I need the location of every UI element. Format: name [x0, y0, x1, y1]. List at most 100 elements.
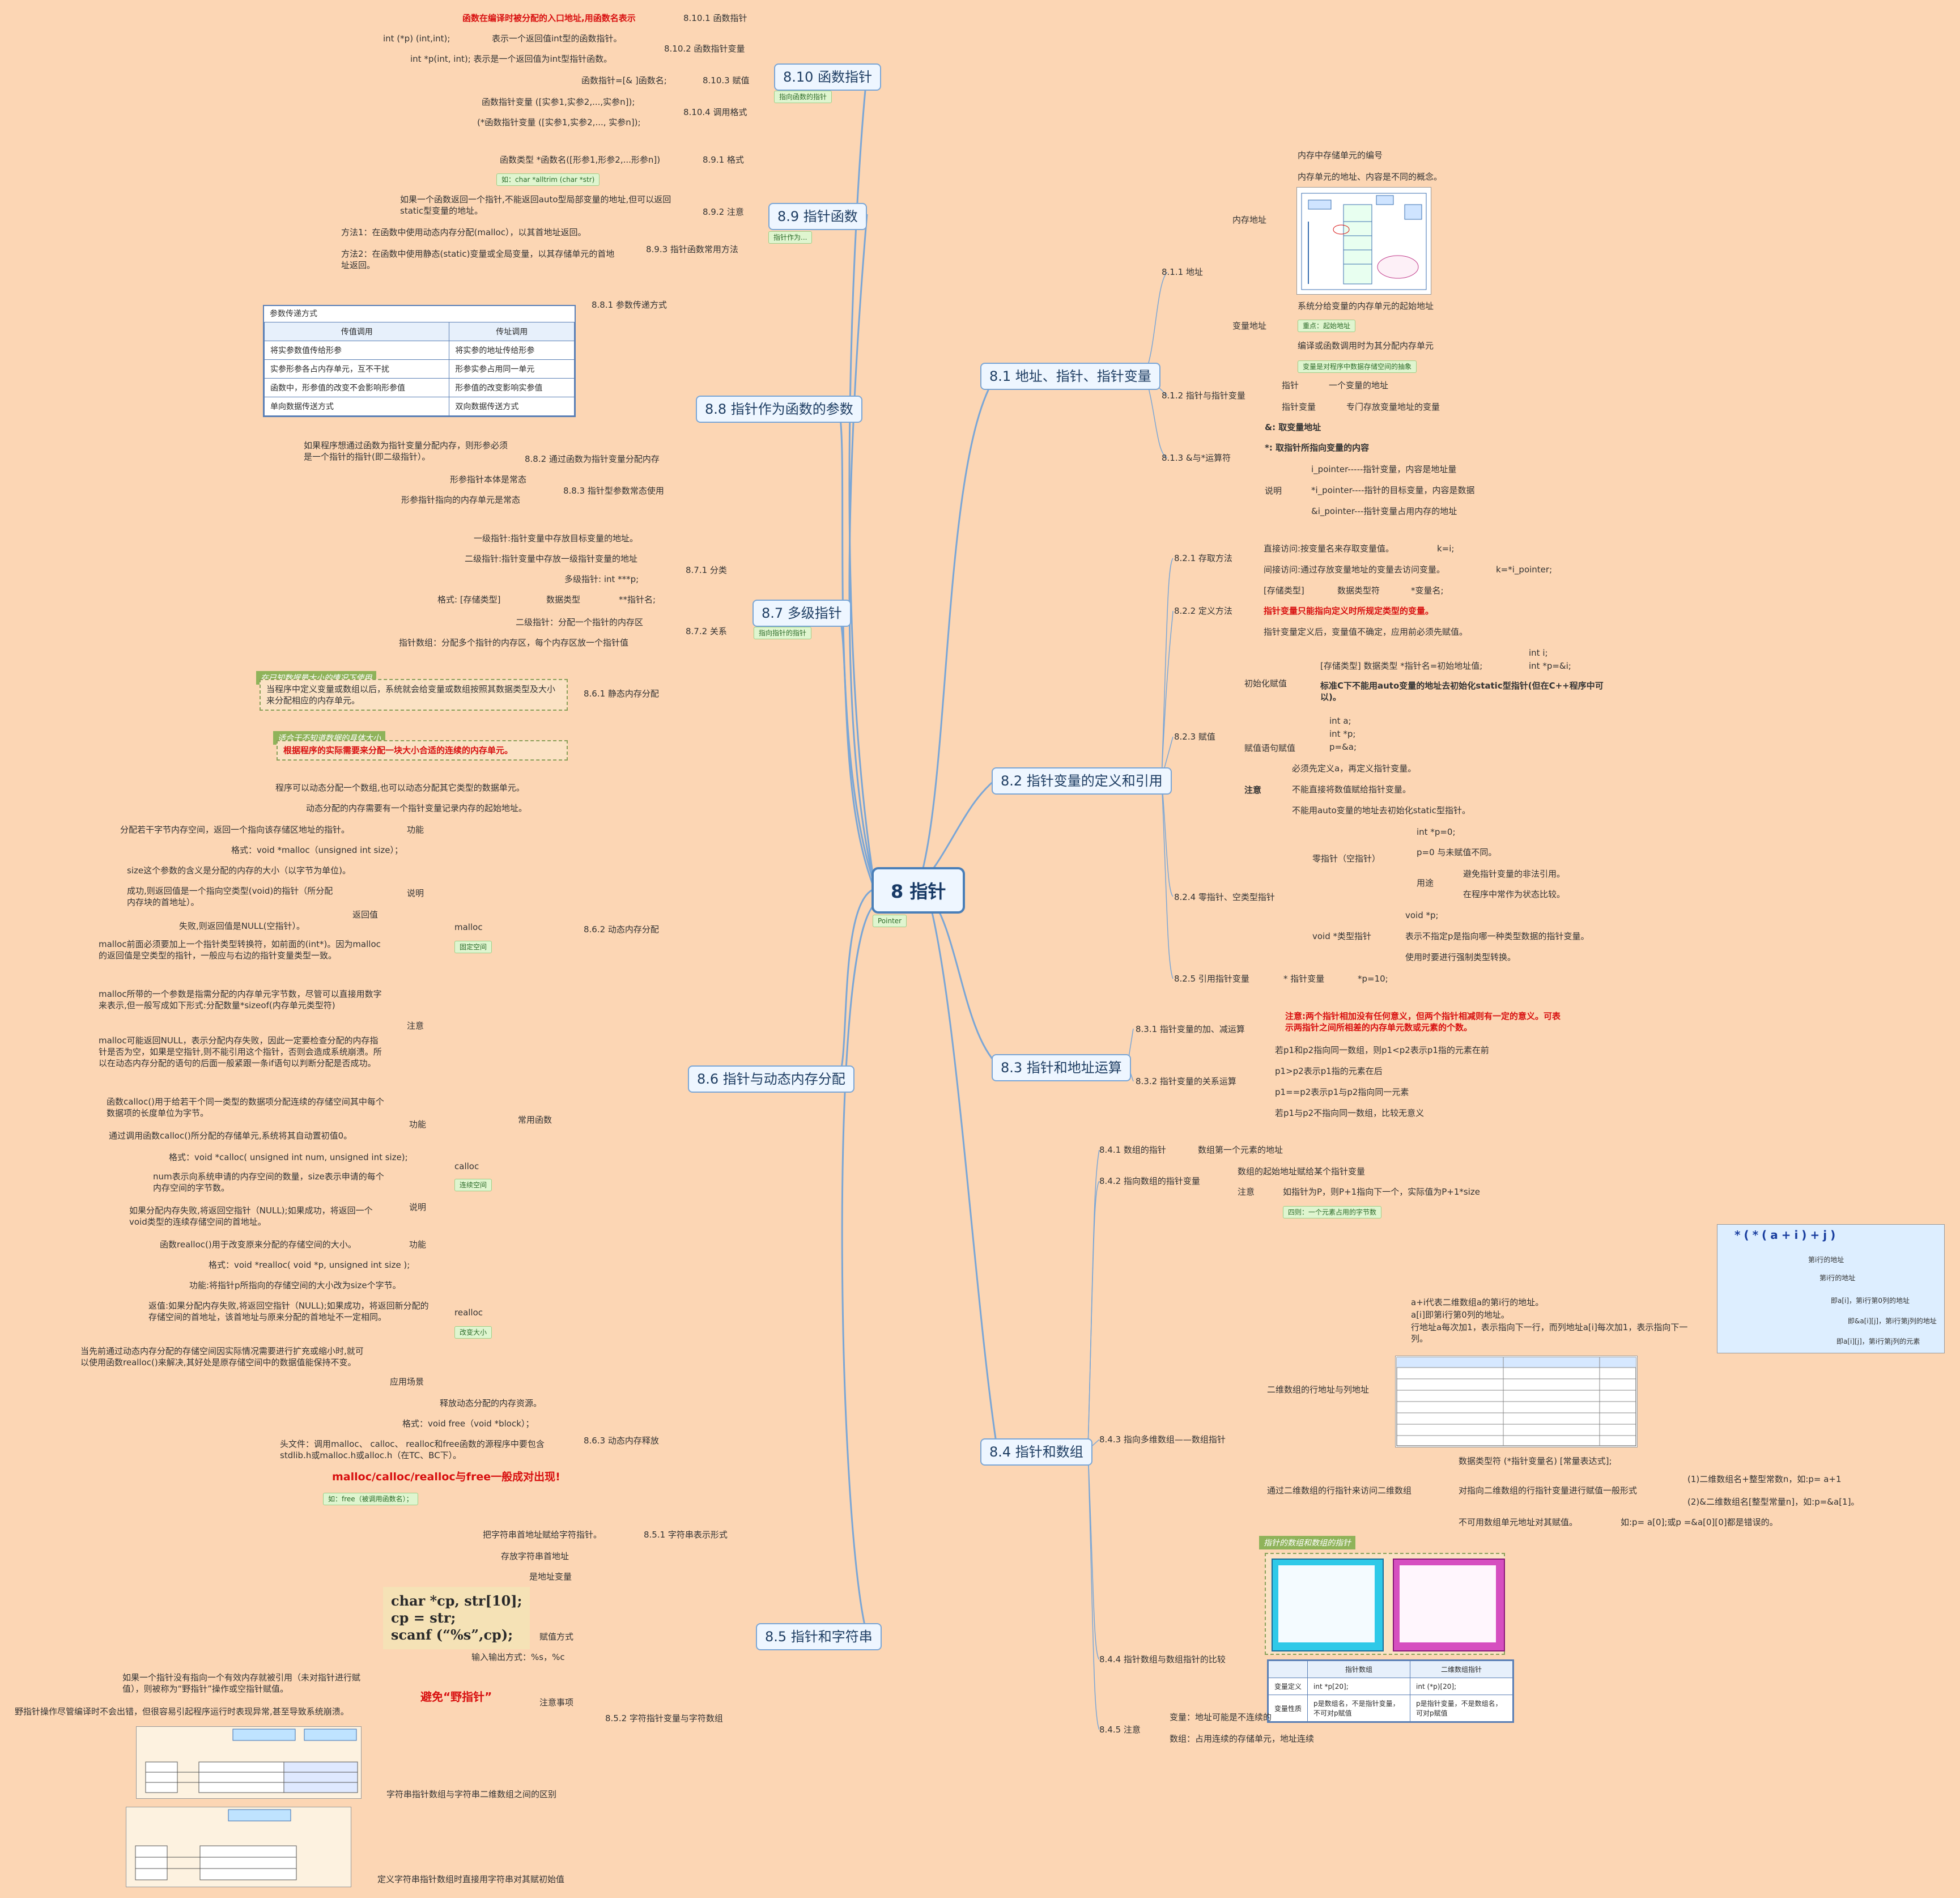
fig-label-2: 第i行的地址 — [1819, 1274, 1856, 1282]
branch-8-10[interactable]: 8.10 函数指针 — [774, 63, 882, 91]
param-r2c1: 形参值的改变影响实参值 — [449, 378, 575, 397]
node-var-addr-2: 编译或函数调用时为其分配内存单元 — [1298, 341, 1434, 351]
node-asg-2: int *p; — [1329, 729, 1356, 739]
node-zero-ptr[interactable]: 零指针（空指针） — [1312, 854, 1381, 864]
node-calloc-func[interactable]: 功能 — [409, 1119, 427, 1130]
node-8-5-1[interactable]: 8.5.1 字符串表示形式 — [644, 1530, 728, 1540]
param-r0c0: 将实参数值传给形参 — [263, 341, 450, 360]
node-8-4-3[interactable]: 8.4.3 指向多维数组——数组指针 — [1099, 1434, 1226, 1445]
branch-8-1[interactable]: 8.1 地址、指针、指针变量 — [980, 363, 1160, 390]
node-8-7-1-d: 格式: [存储类型] — [437, 595, 501, 605]
node-8-5-2-c[interactable]: 赋值方式 — [539, 1632, 574, 1642]
node-via-row-ptr[interactable]: 通过二维数组的行指针来访问二维数组 — [1267, 1485, 1412, 1496]
node-8-7-1[interactable]: 8.7.1 分类 — [686, 565, 727, 575]
string-array-figure-2 — [126, 1807, 351, 1887]
node-8-4-2-n[interactable]: 注意 — [1238, 1187, 1255, 1197]
node-8-5-2-g: 定义字符串指针数组时直接用字符串对其赋初始值 — [377, 1874, 565, 1884]
node-8-3-1[interactable]: 8.3.1 指针变量的加、减运算 — [1136, 1024, 1245, 1034]
node-expl[interactable]: 说明 — [1265, 486, 1282, 496]
node-8-4-1[interactable]: 8.4.1 数组的指针 — [1099, 1145, 1166, 1155]
node-8-2-4[interactable]: 8.2.4 零指针、空类型指针 — [1174, 892, 1275, 902]
node-void-ptr[interactable]: void *类型指针 — [1312, 931, 1372, 941]
node-8-8-2-a: 如果程序想通过函数为指针变量分配内存，则形参必须是一个指针的指针(即二级指针）。 — [304, 440, 508, 462]
node-8-8-2[interactable]: 8.8.2 通过函数为指针变量分配内存 — [525, 454, 660, 464]
node-free-3: 头文件：调用malloc、 calloc、 realloc和free函数的源程序… — [280, 1439, 545, 1460]
node-use[interactable]: 用途 — [1417, 878, 1434, 888]
node-attn-82[interactable]: 注意 — [1244, 785, 1262, 795]
node-malloc-desc[interactable]: 说明 — [407, 888, 424, 898]
node-8-2-5[interactable]: 8.2.5 引用指针变量 — [1174, 974, 1249, 984]
node-8-6-1[interactable]: 8.6.1 静态内存分配 — [584, 689, 659, 699]
branch-8-3[interactable]: 8.3 指针和地址运算 — [992, 1054, 1131, 1081]
node-8-2-1[interactable]: 8.2.1 存取方法 — [1174, 553, 1232, 563]
branch-8-4[interactable]: 8.4 指针和数组 — [980, 1438, 1092, 1466]
param-r3c0: 单向数据传送方式 — [263, 397, 450, 416]
node-8-6-2[interactable]: 8.6.2 动态内存分配 — [584, 924, 659, 935]
node-row-col[interactable]: 二维数组的行地址与列地址 — [1267, 1385, 1370, 1395]
node-8-4-4[interactable]: 8.4.4 指针数组与数组指针的比较 — [1099, 1654, 1226, 1665]
node-attn-82-2: 不能直接将数值赋给指针变量。 — [1292, 784, 1411, 795]
node-8-9-2[interactable]: 8.9.2 注意 — [703, 207, 744, 217]
cmp-r2c: p是指针变量，不是数组名，可对p赋值 — [1410, 1695, 1513, 1722]
node-8-4-5[interactable]: 8.4.5 注意 — [1099, 1725, 1141, 1735]
branch-8-9[interactable]: 8.9 指针函数 — [768, 203, 867, 230]
node-def-2: 指针变量只能指向定义时所规定类型的变量。 — [1264, 606, 1434, 616]
node-wild-2: 野指针操作尽管编译时不会出错，但很容易引起程序运行时表现异常,甚至导致系统崩溃。 — [15, 1706, 349, 1717]
node-8-1-2[interactable]: 8.1.2 指针与指针变量 — [1162, 390, 1245, 401]
node-8-9-1[interactable]: 8.9.1 格式 — [703, 155, 744, 165]
node-common-funcs[interactable]: 常用函数 — [518, 1115, 552, 1125]
node-8-1-3[interactable]: 8.1.3 &与*运算符 — [1162, 453, 1231, 463]
node-8-4-2[interactable]: 8.4.2 指向数组的指针变量 — [1099, 1176, 1200, 1186]
node-via-1: 数据类型符 (*指针变量名) [常量表达式]; — [1459, 1456, 1612, 1466]
node-8-7-1-a: 一级指针:指针变量中存放目标变量的地址。 — [474, 533, 639, 544]
node-var-addr[interactable]: 变量地址 — [1232, 321, 1267, 331]
branch-8-5[interactable]: 8.5 指针和字符串 — [756, 1623, 882, 1650]
node-realloc-scene[interactable]: 应用场景 — [390, 1377, 424, 1387]
node-8-7-2[interactable]: 8.7.2 关系 — [686, 626, 727, 636]
node-realloc[interactable]: realloc — [454, 1307, 483, 1318]
node-8-5-2-e[interactable]: 注意事项 — [539, 1697, 574, 1708]
node-8-6-3[interactable]: 8.6.3 动态内存释放 — [584, 1436, 659, 1446]
node-8-9-3[interactable]: 8.9.3 指针函数常用方法 — [646, 244, 738, 254]
node-calloc-desc[interactable]: 说明 — [409, 1202, 427, 1212]
compare-figure — [1265, 1553, 1505, 1655]
node-malloc-2: 格式：void *malloc（unsigned int size）； — [231, 845, 403, 855]
node-malloc-attn[interactable]: 注意 — [407, 1021, 424, 1031]
node-8-10-1[interactable]: 8.10.1 函数指针 — [683, 13, 747, 23]
central-topic[interactable]: 8 指针 — [871, 867, 966, 914]
node-8-10-3[interactable]: 8.10.3 赋值 — [703, 75, 750, 86]
node-8-2-3[interactable]: 8.2.3 赋值 — [1174, 732, 1215, 742]
node-8-8-1[interactable]: 8.8.1 参数传递方式 — [592, 300, 667, 310]
node-8-1-1[interactable]: 8.1.1 地址 — [1162, 267, 1203, 277]
node-asg[interactable]: 赋值语句赋值 — [1244, 743, 1296, 753]
node-8-5-2[interactable]: 8.5.2 字符指针变量与字符数组 — [605, 1713, 723, 1723]
node-wild-ptr[interactable]: 避免“野指针” — [420, 1690, 492, 1704]
branch-8-2[interactable]: 8.2 指针变量的定义和引用 — [992, 767, 1172, 795]
node-via-2[interactable]: 对指向二维数组的行指针变量进行赋值一般形式 — [1459, 1485, 1638, 1496]
branch-8-7[interactable]: 8.7 多级指针 — [752, 600, 851, 627]
node-init[interactable]: 初始化赋值 — [1244, 678, 1287, 689]
node-8-2-2[interactable]: 8.2.2 定义方法 — [1174, 606, 1232, 616]
fig-label-4: 即&a[i][j]，第i行第j列的地址 — [1848, 1317, 1937, 1325]
fig-label-3: 即a[i]，第i行第0列的地址 — [1831, 1297, 1910, 1305]
node-malloc-ret[interactable]: 返回值 — [352, 910, 379, 920]
row-col-address-table-image — [1395, 1356, 1638, 1447]
node-8-10-4[interactable]: 8.10.4 调用格式 — [683, 107, 747, 117]
branch-8-6[interactable]: 8.6 指针与动态内存分配 — [688, 1065, 854, 1093]
node-mem-addr[interactable]: 内存地址 — [1232, 215, 1267, 225]
node-calloc[interactable]: calloc — [454, 1161, 479, 1171]
node-pointer: 指针 — [1282, 380, 1299, 390]
node-var-addr-tag2: 变量是对程序中数据存储空间的抽象 — [1298, 360, 1417, 373]
node-malloc[interactable]: malloc — [454, 922, 483, 932]
node-8-10-2[interactable]: 8.10.2 函数指针变量 — [664, 44, 745, 54]
node-malloc-func[interactable]: 功能 — [407, 825, 424, 835]
branch-8-8[interactable]: 8.8 指针作为函数的参数 — [696, 396, 862, 423]
node-realloc-func[interactable]: 功能 — [409, 1239, 427, 1250]
node-8-8-3[interactable]: 8.8.3 指针型参数常态使用 — [563, 486, 664, 496]
node-expl-3: &i_pointer---指针变量占用内存的地址 — [1311, 506, 1457, 516]
node-8-6-1-note: 当程序中定义变量或数组以后，系统就会给变量或数组按照其数据类型及大小来分配相应的… — [260, 679, 568, 711]
node-realloc-1: 函数realloc()用于改变原来分配的存储空间的大小。 — [160, 1239, 356, 1250]
node-8-3-2[interactable]: 8.3.2 指针变量的关系运算 — [1136, 1076, 1236, 1086]
node-free-1: 释放动态分配的内存资源。 — [440, 1398, 542, 1408]
cmp-h1: 指针数组 — [1307, 1661, 1411, 1678]
